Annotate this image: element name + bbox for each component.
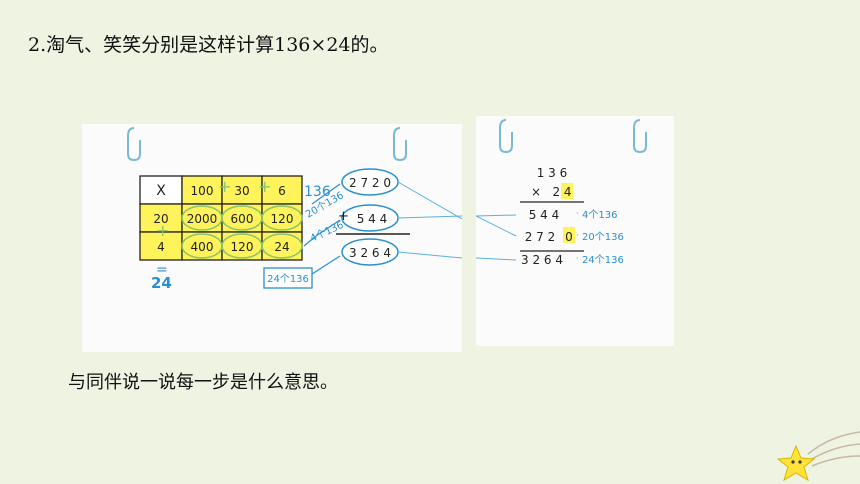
final-product: 3 2 6 4	[521, 253, 563, 267]
cross-card-lines	[397, 181, 463, 259]
paper-clip-icon	[127, 127, 407, 162]
green-oval-marks	[181, 205, 303, 259]
highlight-0	[563, 227, 575, 243]
grid-row-header: 20	[153, 212, 168, 226]
note-4x136: 4个136	[582, 209, 617, 221]
star-decoration-icon	[776, 431, 860, 482]
row-equals-sign: =	[156, 262, 168, 278]
multiplier: 2 4	[552, 185, 571, 199]
grid-cell: 24	[274, 240, 289, 254]
partial-product-2: 2 7 2	[525, 230, 556, 244]
label-box	[263, 267, 313, 289]
grid-col-header: 100	[191, 184, 214, 198]
grid-method-card: X 100 30 6 20 4 2000 600 120 400 120 24 …	[82, 124, 463, 352]
svg-text:·: ·	[576, 254, 579, 263]
svg-text:·: ·	[576, 231, 579, 240]
discussion-caption: 与同伴说一说每一步是什么意思。	[68, 372, 338, 393]
connector-lines	[303, 183, 341, 275]
grid-cell: 600	[231, 212, 254, 226]
problem-title: 2.淘气、笑笑分别是这样计算136×24的。	[28, 34, 389, 56]
plus-mark: +	[218, 177, 231, 196]
result-ovals	[341, 168, 399, 266]
grid-col-header: 6	[278, 184, 286, 198]
highlight-2	[561, 183, 573, 199]
grid-col-header: 30	[234, 184, 249, 198]
svg-text:·: ·	[576, 209, 579, 218]
label-24x136: 24个136	[267, 273, 309, 285]
dot-leaders: · · ·	[576, 209, 579, 263]
cross-card-lines	[475, 214, 517, 261]
oval-top-value: 2 7 2 0	[349, 176, 391, 190]
plus-sign: +	[338, 209, 349, 224]
oval-bottom-value: 3 2 6 4	[349, 246, 391, 260]
note-20x136: 20个136	[582, 231, 624, 243]
grid-text: X 100 30 6 20 4 2000 600 120 400 120 24	[153, 183, 293, 254]
multiplicand: 1 3 6	[537, 166, 568, 180]
oval-mid-value: 5 4 4	[357, 212, 388, 226]
grid-cell: 400	[191, 240, 214, 254]
vertical-calc-figure: 1 3 6 × 2 4 5 4 4 2 7 2 0 3 2 6 4 4个136 …	[475, 119, 647, 267]
grid-row-header: 4	[157, 240, 165, 254]
grid-cell: 120	[231, 240, 254, 254]
row-sum: 24	[151, 274, 172, 292]
grid-corner: X	[156, 183, 166, 199]
plus-mark: +	[258, 177, 271, 196]
grid-cell: 120	[271, 212, 294, 226]
paper-clip-icon	[499, 119, 647, 154]
multiply-sign: ×	[531, 185, 541, 199]
vertical-calc-card: 1 3 6 × 2 4 5 4 4 2 7 2 0 3 2 6 4 4个136 …	[475, 116, 674, 346]
green-plus-marks: + + +	[156, 177, 271, 240]
plus-mark: +	[156, 221, 169, 240]
partial-product-2-zero: 0	[565, 230, 573, 244]
grid-method-figure: X 100 30 6 20 4 2000 600 120 400 120 24 …	[127, 127, 463, 292]
note-24x136: 24个136	[582, 254, 624, 266]
grid-cell: 2000	[187, 212, 218, 226]
partial-product-1: 5 4 4	[529, 208, 560, 222]
